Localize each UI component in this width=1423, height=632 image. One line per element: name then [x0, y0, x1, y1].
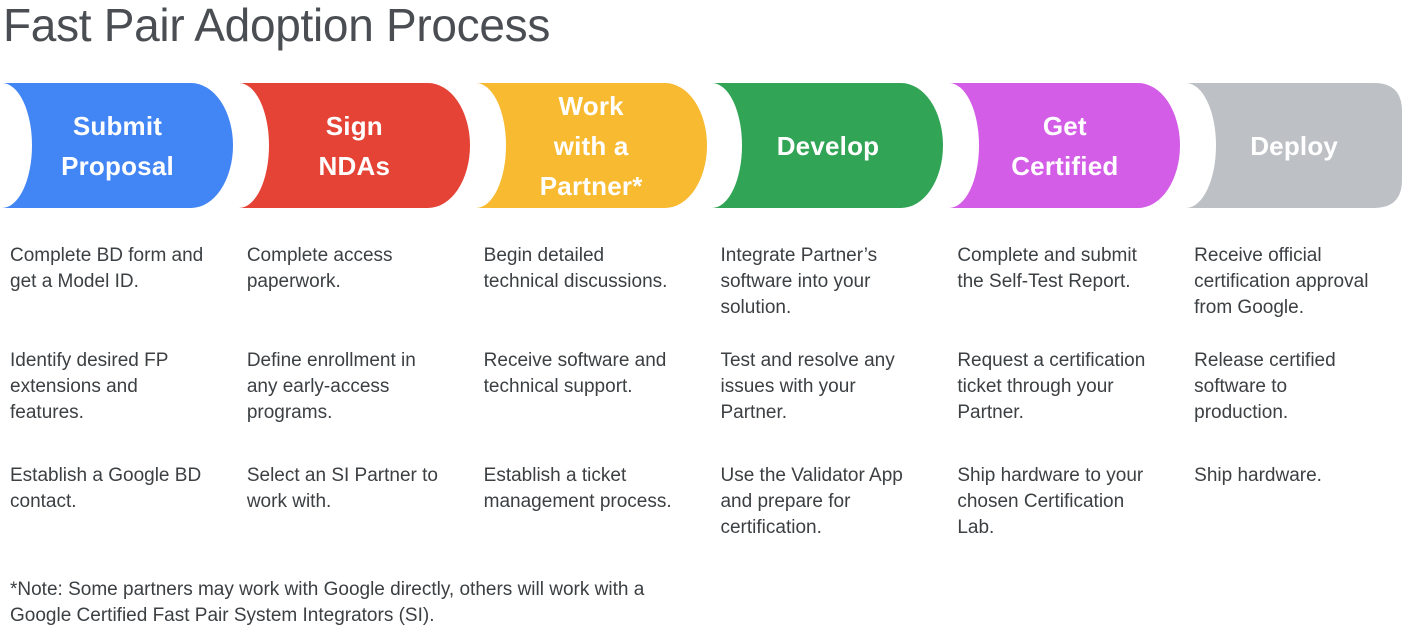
- desc-work-with-partner-2: Receive software and technical support.: [483, 350, 667, 397]
- desc-work-with-partner-3: Establish a ticket management process.: [483, 465, 672, 512]
- desc-submit-proposal-1: Complete BD form and get a Model ID.: [10, 245, 204, 292]
- stage-label-develop: Develop: [776, 130, 880, 161]
- desc-sign-ndas-3: Select an SI Partner to work with.: [246, 465, 438, 512]
- desc-sign-ndas-1: Complete access paperwork.: [246, 245, 393, 292]
- desc-develop-2: Test and resolve any issues with your Pa…: [720, 350, 895, 423]
- stage-band-shape: [475, 83, 707, 208]
- desc-sign-ndas-2: Define enrollment in any early-access pr…: [246, 350, 416, 423]
- desc-develop-1: Integrate Partner’s software into your s…: [720, 245, 878, 318]
- page-title: Fast Pair Adoption Process: [3, 0, 551, 51]
- stage-row: Submit Proposal Sign NDAs Work with a Pa…: [2, 83, 1423, 208]
- stage-label-deploy: Deploy: [1250, 130, 1339, 161]
- stage-band-shape: [712, 83, 944, 208]
- desc-submit-proposal-2: Identify desired FP extensions and featu…: [10, 350, 169, 423]
- desc-work-with-partner-1: Begin detailed technical discussions.: [483, 245, 668, 292]
- stage-label-submit-proposal: Submit Proposal: [61, 110, 174, 181]
- desc-deploy-3: Ship hardware.: [1194, 465, 1322, 486]
- description-row-2: Identify desired FP extensions and featu…: [2, 348, 1423, 426]
- stage-deploy: Deploy: [1186, 83, 1423, 208]
- desc-get-certified-1: Complete and submit the Self-Test Report…: [957, 245, 1137, 292]
- stage-get-certified: Get Certified: [949, 83, 1186, 208]
- stage-sign-ndas: Sign NDAs: [238, 83, 476, 208]
- stage-develop: Develop: [712, 83, 949, 208]
- description-row-3: Establish a Google BD contact. Select an…: [2, 463, 1423, 541]
- stage-band-shape: [1186, 83, 1403, 208]
- stage-label-work-with-partner: Work with a Partner*: [539, 90, 643, 201]
- stage-band-shape: [2, 83, 233, 208]
- desc-get-certified-2: Request a certification ticket through y…: [957, 350, 1146, 423]
- stage-work-with-partner: Work with a Partner*: [475, 83, 713, 208]
- desc-deploy-1: Receive official certification approval …: [1194, 245, 1369, 318]
- stage-label-get-certified: Get Certified: [1011, 110, 1119, 181]
- footnote: *Note: Some partners may work with Googl…: [10, 579, 645, 626]
- stage-label-sign-ndas: Sign NDAs: [318, 110, 391, 181]
- desc-deploy-2: Release certified software to production…: [1194, 350, 1336, 423]
- desc-get-certified-3: Ship hardware to your chosen Certificati…: [957, 465, 1144, 538]
- description-row-1: Complete BD form and get a Model ID. Com…: [2, 243, 1423, 321]
- stage-band-shape: [238, 83, 470, 208]
- stage-submit-proposal: Submit Proposal: [2, 83, 239, 208]
- stage-band-shape: [949, 83, 1181, 208]
- desc-develop-3: Use the Validator App and prepare for ce…: [720, 465, 903, 538]
- desc-submit-proposal-3: Establish a Google BD contact.: [10, 465, 202, 512]
